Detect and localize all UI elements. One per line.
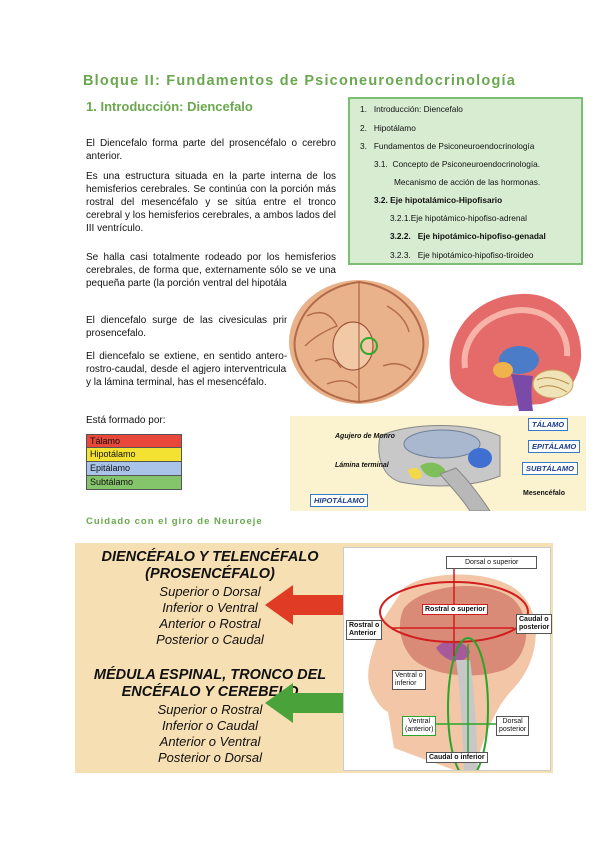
term-1-3: Anterior o Rostral bbox=[159, 616, 261, 631]
toc-item-3-2-1[interactable]: 3.2.1.Eje hipotámico-hipofiso-adrenal bbox=[390, 213, 527, 223]
diencephalon-diagram: Agujero de Monro Lámina terminal Mesencé… bbox=[290, 416, 586, 511]
label-dorsal-superior: Dorsal o superior bbox=[446, 556, 538, 569]
label-rostral-superior: Rostral o superior bbox=[422, 604, 489, 615]
label-hipotalamo: HIPOTÁLAMO bbox=[310, 494, 369, 507]
term-2-3: Anterior o Ventral bbox=[159, 734, 261, 749]
term-2-1: Superior o Rostral bbox=[157, 702, 263, 717]
toc-item-3-1-cont: Mecanismo de acción de las hormonas. bbox=[394, 177, 541, 187]
label-talamo: TÁLAMO bbox=[528, 418, 569, 431]
heading-medula: MÉDULA ESPINAL, TRONCO DEL bbox=[93, 667, 327, 683]
structure-hipotalamo: Hipotálamo bbox=[86, 448, 182, 462]
orientation-panel: DIENCÉFALO Y TELENCÉFALO (PROSENCÉFALO) … bbox=[75, 543, 553, 773]
label-subtalamo: SUBTÁLAMO bbox=[522, 462, 578, 475]
toc-item-1[interactable]: 1. Introducción: Diencefalo bbox=[360, 104, 463, 114]
term-2-4: Posterior o Dorsal bbox=[157, 750, 263, 765]
label-caudal-inferior: Caudal o inferior bbox=[426, 752, 488, 763]
paragraph-3: Se halla casi totalmente rodeado por los… bbox=[86, 252, 336, 289]
toc-item-3-2-2[interactable]: 3.2.2. Eje hipotámico-hipofiso-genadal bbox=[390, 231, 546, 241]
term-1-2: Inferior o Ventral bbox=[162, 600, 258, 615]
term-1-4: Posterior o Caudal bbox=[156, 632, 264, 647]
red-arrow bbox=[265, 585, 353, 625]
heading-encefalo: ENCÉFALO Y CEREBELO bbox=[121, 684, 299, 700]
paragraph-5: El diencefalo se extiene, en sentido ant… bbox=[86, 351, 336, 388]
paragraph-4: El diencefalo surge de las civesiculas p… bbox=[86, 315, 336, 339]
label-ventral-anterior: Ventral(anterior) bbox=[402, 716, 437, 736]
paragraph-6: Está formado por: bbox=[86, 415, 166, 426]
structure-table: Tálamo Hipotálamo Epitálamo Subtálamo bbox=[86, 434, 182, 490]
paragraph-1: El Diencefalo forma parte del prosencéfa… bbox=[86, 138, 336, 162]
head-orientation-image: Dorsal o superior Rostral o superior Ros… bbox=[343, 547, 553, 771]
section-heading: 1. Introducción: Diencefalo bbox=[86, 99, 253, 114]
structure-epitalamo: Epitálamo bbox=[86, 462, 182, 476]
orientation-arrows bbox=[265, 585, 353, 723]
heading-prosencefalo: (PROSENCÉFALO) bbox=[145, 566, 275, 582]
label-monro: Agujero de Monro bbox=[335, 433, 395, 440]
caution-note: Cuidado con el giro de Neuroeje bbox=[86, 516, 263, 527]
green-arrow bbox=[265, 683, 353, 723]
toc-item-3-1[interactable]: 3.1. Concepto de Psiconeuroendocrinologí… bbox=[374, 159, 541, 169]
toc-item-2[interactable]: 2. Hipotálamo bbox=[360, 123, 416, 133]
structure-talamo: Tálamo bbox=[86, 434, 182, 448]
document-title: Bloque II: Fundamentos de Psiconeuroendo… bbox=[83, 73, 516, 89]
table-of-contents: 1. Introducción: Diencefalo 2. Hipotálam… bbox=[348, 97, 583, 265]
toc-item-3-2[interactable]: 3.2. Eje hipotalámico-Hipofisario bbox=[374, 195, 503, 205]
term-2-2: Inferior o Caudal bbox=[161, 718, 259, 733]
label-epitalamo: EPITÁLAMO bbox=[528, 440, 581, 453]
label-lamina: Lámina terminal bbox=[335, 462, 389, 469]
term-1-1: Superior o Dorsal bbox=[159, 584, 261, 599]
brain-ventral-image bbox=[287, 276, 432, 405]
toc-item-3-2-3[interactable]: 3.2.3. Eje hipotámico-hipofiso-tiroideo bbox=[390, 250, 534, 260]
paragraph-2: Es una estructura situada en la parte in… bbox=[86, 171, 336, 234]
structure-subtalamo: Subtálamo bbox=[86, 476, 182, 490]
heading-diencefalo: DIENCÉFALO Y TELENCÉFALO bbox=[101, 549, 319, 565]
toc-item-3[interactable]: 3. Fundamentos de Psiconeuroendocrinolog… bbox=[360, 141, 535, 151]
brain-sagittal-image bbox=[441, 288, 586, 411]
label-mesencefalo: Mesencéfalo bbox=[523, 490, 566, 497]
